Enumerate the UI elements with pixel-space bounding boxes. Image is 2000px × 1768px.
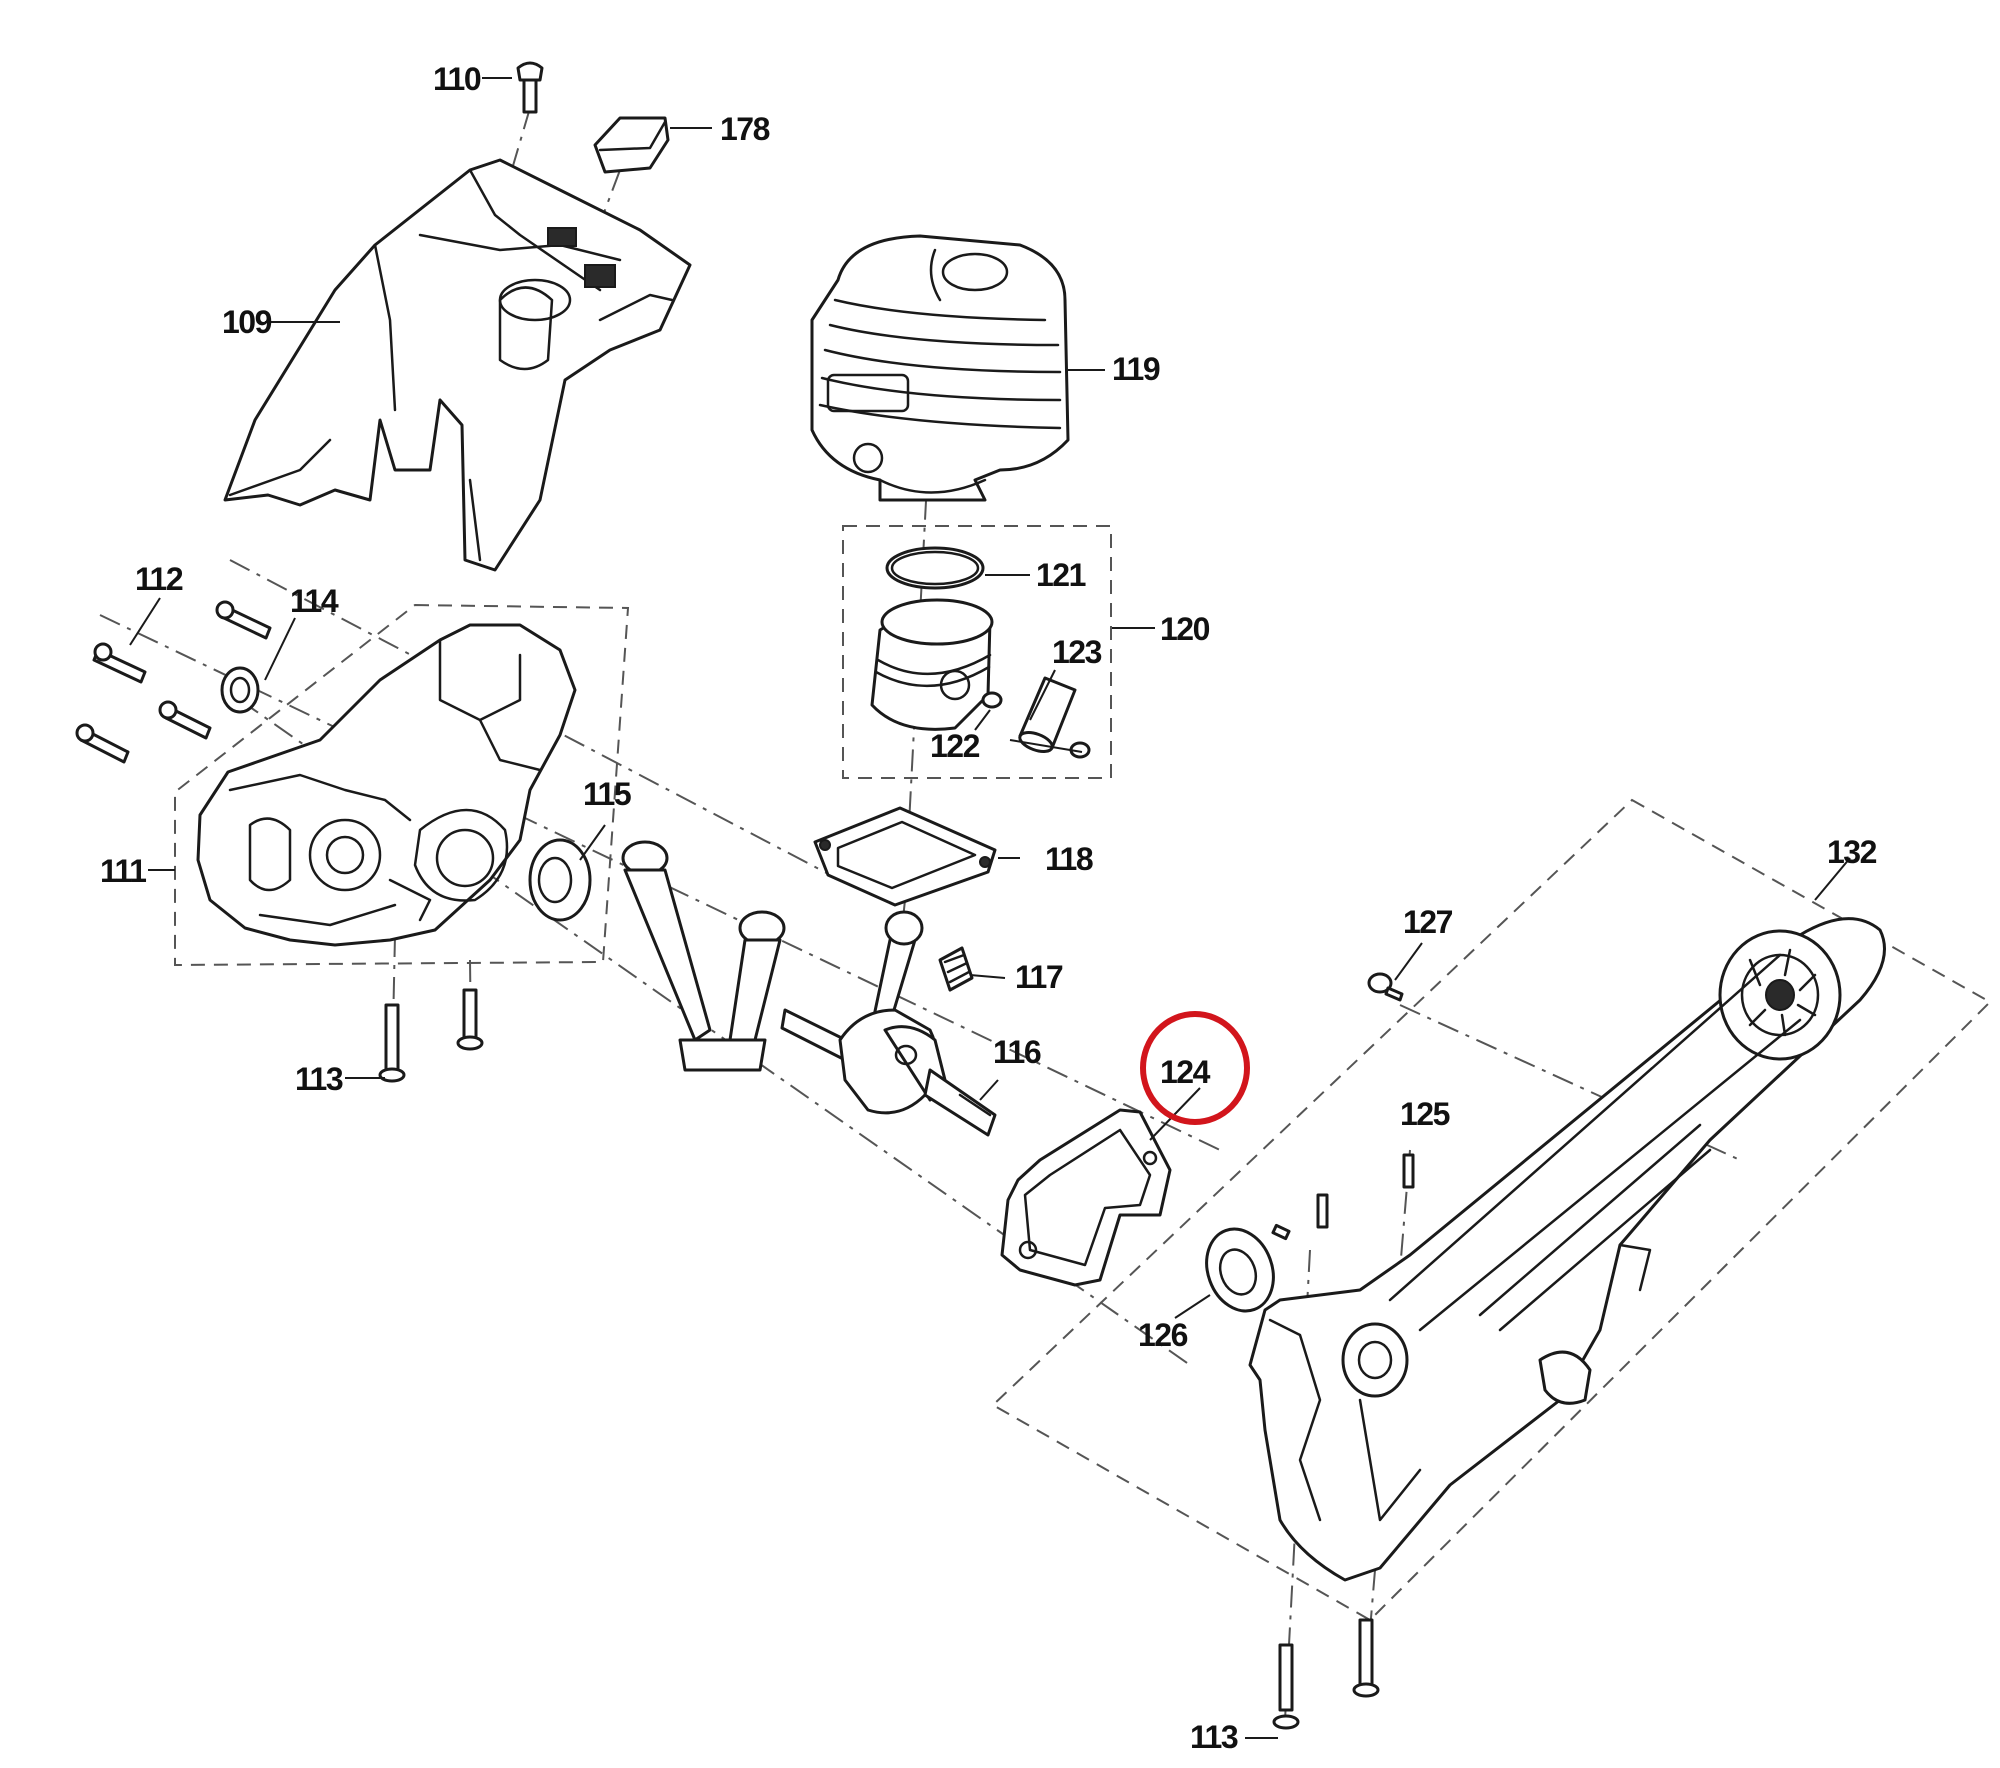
- callout-114: 114: [290, 583, 339, 619]
- crankcase-left-part: [196, 623, 577, 947]
- crankcase-assembly-box: [174, 603, 630, 967]
- top-cover-part: [223, 158, 692, 572]
- highlight-circle: [1140, 1011, 1250, 1125]
- bearing-126-part: [1205, 1227, 1275, 1313]
- assembly-boundaries: [174, 525, 1992, 1622]
- crankshaft-part: [780, 910, 997, 1137]
- callout-110: 110: [433, 61, 481, 97]
- callout-124: 124: [1160, 1054, 1211, 1090]
- intake-manifold-part: [621, 840, 786, 1072]
- callout-126: 126: [1138, 1317, 1188, 1353]
- callout-118: 118: [1045, 841, 1093, 877]
- callout-109: 109: [222, 304, 272, 340]
- oil-seal-114-part: [220, 666, 260, 714]
- piston-kit-box: [842, 525, 1112, 779]
- screws-113-bottom-part: [1272, 1618, 1380, 1730]
- clip-178-part: [593, 116, 670, 174]
- callout-111: 111: [100, 853, 146, 889]
- pin-125-part: [1271, 1153, 1415, 1241]
- callout-119: 119: [1112, 351, 1160, 387]
- callout-132: 132: [1827, 834, 1877, 870]
- callout-116: 116: [993, 1034, 1041, 1070]
- callout-125: 125: [1400, 1096, 1450, 1132]
- callout-122: 122: [930, 728, 980, 764]
- callout-121: 121: [1036, 557, 1086, 593]
- callout-178: 178: [720, 111, 770, 147]
- callout-120: 120: [1160, 611, 1210, 647]
- needle-bearing-part: [938, 946, 974, 992]
- circlip-part: [981, 691, 1091, 759]
- screws-112-part: [75, 600, 272, 764]
- crankcase-gasket-part: [1000, 1108, 1172, 1287]
- crankcase-right-part: [1248, 917, 1886, 1582]
- callout-115: 115: [583, 776, 631, 812]
- bearing-115-part: [528, 838, 592, 922]
- callout-123: 123: [1052, 634, 1102, 670]
- screw-110-part: [516, 61, 544, 114]
- piston-ring-part: [885, 546, 985, 590]
- callout-112: 112: [135, 561, 183, 597]
- screws-113-left-part: [378, 988, 484, 1083]
- piston-part: [870, 598, 994, 731]
- callout-113-left: 113: [295, 1061, 343, 1097]
- cylinder-gasket-part: [813, 806, 997, 907]
- callout-113-bottom: 113: [1190, 1719, 1238, 1755]
- callout-117: 117: [1015, 959, 1063, 995]
- callout-labels: 110 178 109 119 121 120 123 122 112 114 …: [100, 61, 1878, 1755]
- cylinder-part: [810, 234, 1070, 502]
- leader-lines: [129, 77, 1851, 1739]
- crankcase-half-assembly-box: [991, 798, 1992, 1622]
- callout-127: 127: [1403, 904, 1453, 940]
- screw-127-part: [1367, 972, 1404, 1002]
